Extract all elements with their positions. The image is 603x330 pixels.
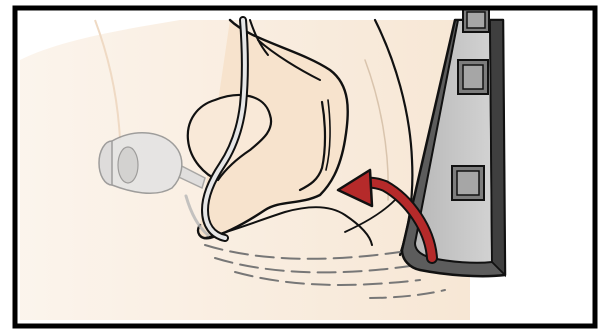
device-button-bottom	[452, 166, 484, 200]
device-button-top	[463, 8, 489, 32]
device-button-middle	[458, 60, 488, 94]
